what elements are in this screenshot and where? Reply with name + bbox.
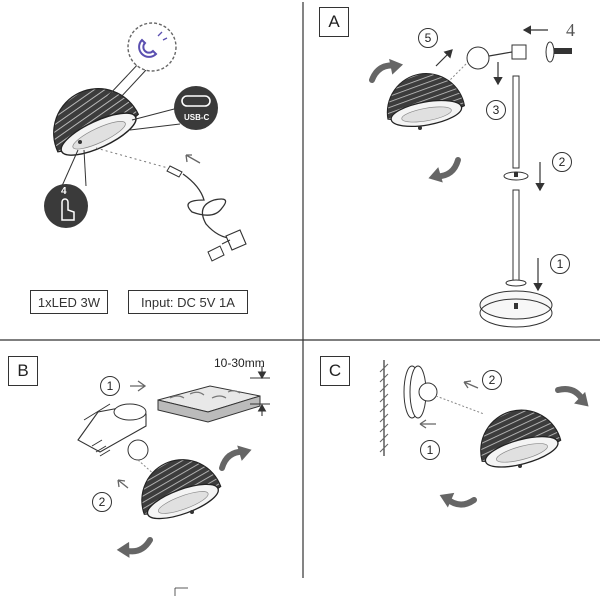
lamp-head-overview [39,74,144,165]
step-c-2: 2 [482,370,502,390]
usb-c-label: USB-C [184,113,209,122]
spec-input-box: Input: DC 5V 1A [128,290,248,314]
range-label: 10-30mm [214,356,265,370]
step-a-5: 5 [418,28,438,48]
magnet-icon [128,23,176,71]
lamp-assembly-a [368,30,572,327]
step-a-3: 3 [486,100,506,120]
touch-digit: 4 [61,186,67,197]
usb-cable [96,148,246,261]
step-a-1: 1 [550,254,570,274]
step-a-4: 4 [566,20,575,41]
usb-c-icon [174,86,218,130]
panel-a-label: A [319,7,349,37]
step-c-1: 1 [420,440,440,460]
panel-b-label: B [8,356,38,386]
step-a-2: 2 [552,152,572,172]
spec-led-box: 1xLED 3W [30,290,108,314]
step-b-2: 2 [92,492,112,512]
step-b-1: 1 [100,376,120,396]
panel-c-label: C [320,356,350,386]
